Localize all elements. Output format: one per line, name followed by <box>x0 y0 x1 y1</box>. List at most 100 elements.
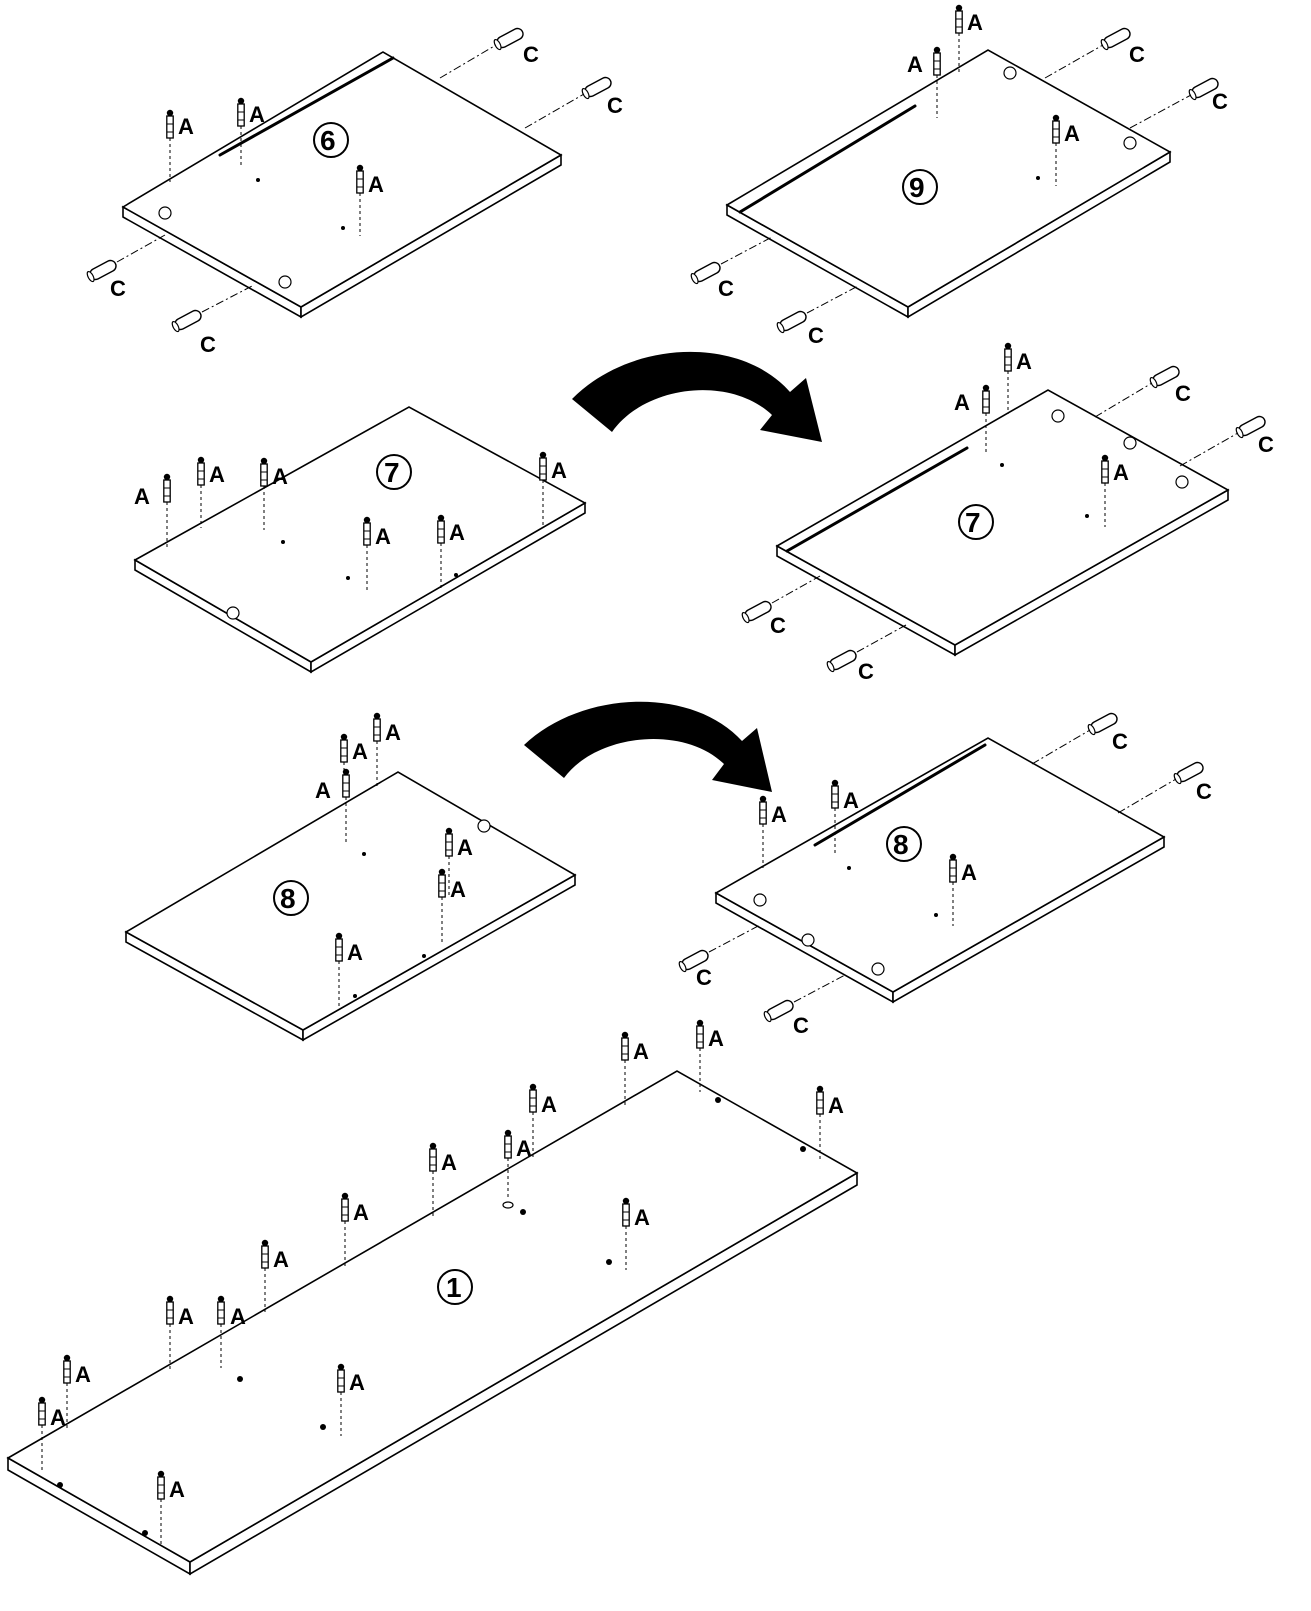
cam-bolt-A: A <box>341 1192 369 1266</box>
panel-6-hole <box>278 275 292 289</box>
cam-bolt-label: A <box>353 1200 369 1225</box>
panel-number-8-flipped: 8 <box>893 829 909 860</box>
panel-number-7-flipped: 7 <box>965 507 981 538</box>
panel-8: A A A A A A 8 <box>124 712 577 1042</box>
dowel-label: C <box>523 42 539 67</box>
cam-bolt-A: A <box>907 46 941 118</box>
cam-bolt-A: A <box>38 1396 66 1472</box>
dowel-label: C <box>1129 42 1145 67</box>
panel-8-flipped: A A A C C C C 8 <box>677 710 1212 1038</box>
dowel-C: C <box>762 974 846 1038</box>
cam-bolt-A: A <box>1101 454 1129 527</box>
panel-1-hole <box>520 1209 526 1215</box>
cam-bolt-A: A <box>621 1031 649 1106</box>
panel-8-hole <box>362 852 366 856</box>
panel-7-flipped-top <box>775 389 1230 646</box>
cam-bolt-label: A <box>907 52 923 77</box>
panel-8-top <box>124 771 577 1031</box>
cam-bolt-label: A <box>954 390 970 415</box>
dowel-C: C <box>689 236 773 301</box>
cam-bolt-A: A <box>166 1295 194 1370</box>
cam-bolt-label: A <box>385 720 401 745</box>
cam-bolt-A: A <box>954 384 990 455</box>
panel-number-8: 8 <box>280 883 296 914</box>
panel-9: A A A C C C C 9 <box>689 4 1228 348</box>
panel-7-flipped-hole <box>1123 436 1137 450</box>
cam-bolt-label: A <box>771 802 787 827</box>
cam-bolt-A: A <box>529 1083 557 1158</box>
cam-bolt-A: A <box>955 4 983 75</box>
panel-6-hole <box>256 178 260 182</box>
cam-bolt-A: A <box>949 853 977 926</box>
panel-8-hole <box>353 994 357 998</box>
panel-number-ring <box>437 1269 473 1305</box>
cam-bolt-label: A <box>516 1136 532 1161</box>
panel-9-hole <box>1123 136 1137 150</box>
panel-6-hole <box>158 206 172 220</box>
cam-bolt-label: A <box>441 1150 457 1175</box>
cam-bolt-A: A <box>315 768 350 844</box>
panel-number-6: 6 <box>320 125 336 156</box>
panel-1-hole <box>502 1201 514 1209</box>
panel-number-ring <box>273 880 309 916</box>
panel-6-hole <box>341 226 345 230</box>
panel-8-flipped-hole <box>753 893 767 907</box>
panel-7-flipped-groove <box>785 446 969 553</box>
cam-bolt-label: A <box>349 1370 365 1395</box>
panel-1-hole <box>800 1146 806 1152</box>
cam-bolt-label: A <box>249 102 265 127</box>
cam-bolt-label: A <box>230 1304 246 1329</box>
dowel-label: C <box>1112 729 1128 754</box>
cam-bolt-A: A <box>337 1363 365 1436</box>
panel-1: A A A A A A A A A A A A A A A 1 <box>6 1019 859 1576</box>
panel-6: A A A C C C C 6 <box>85 25 623 357</box>
cam-bolt-label: A <box>75 1362 91 1387</box>
cam-bolt-label: A <box>1064 121 1080 146</box>
panel-number-ring <box>313 122 349 158</box>
cam-bolt-A: A <box>134 473 171 548</box>
dowel-label: C <box>793 1013 809 1038</box>
dowel-C: C <box>1179 413 1274 467</box>
cam-bolt-label: A <box>457 835 473 860</box>
panel-1-hole <box>142 1530 148 1536</box>
cam-bolt-A: A <box>445 827 473 898</box>
panel-7-flipped-hole <box>1085 514 1089 518</box>
cam-bolt-label: A <box>368 172 384 197</box>
dowel-label: C <box>110 276 126 301</box>
cam-bolt-A: A <box>1004 342 1032 414</box>
cam-bolt-label: A <box>50 1405 66 1430</box>
cam-bolt-label: A <box>1016 349 1032 374</box>
cam-bolt-label: A <box>708 1026 724 1051</box>
cam-bolt-A: A <box>356 164 384 236</box>
cam-bolt-label: A <box>551 458 567 483</box>
cam-bolt-label: A <box>449 520 465 545</box>
cam-bolt-label: A <box>843 788 859 813</box>
cam-bolt-label: A <box>961 860 977 885</box>
cam-bolt-A: A <box>1052 114 1080 186</box>
dowel-C: C <box>740 575 821 638</box>
cam-bolt-A: A <box>831 779 859 855</box>
dowel-C: C <box>1129 75 1228 129</box>
cam-bolt-label: A <box>178 1304 194 1329</box>
cam-bolt-label: A <box>209 462 225 487</box>
panel-number-ring <box>902 169 938 205</box>
panel-number-ring <box>958 504 994 540</box>
cam-bolt-label: A <box>352 739 368 764</box>
panel-number-ring <box>886 826 922 862</box>
panel-1-hole <box>57 1482 63 1488</box>
cam-bolt-A: A <box>237 97 265 168</box>
panel-8-flipped-hole <box>871 962 885 976</box>
cam-bolt-label: A <box>541 1092 557 1117</box>
dowel-label: C <box>1196 779 1212 804</box>
cam-bolt-A: A <box>157 1470 185 1544</box>
cam-bolt-label: A <box>634 1205 650 1230</box>
dowel-C: C <box>825 624 907 684</box>
dowel-C: C <box>170 284 255 357</box>
cam-bolt-label: A <box>347 940 363 965</box>
cam-bolt-A: A <box>166 109 194 182</box>
panel-1-hole <box>237 1376 243 1382</box>
dowel-label: C <box>1212 89 1228 114</box>
cam-bolt-A: A <box>816 1085 844 1160</box>
dowel-label: C <box>770 613 786 638</box>
